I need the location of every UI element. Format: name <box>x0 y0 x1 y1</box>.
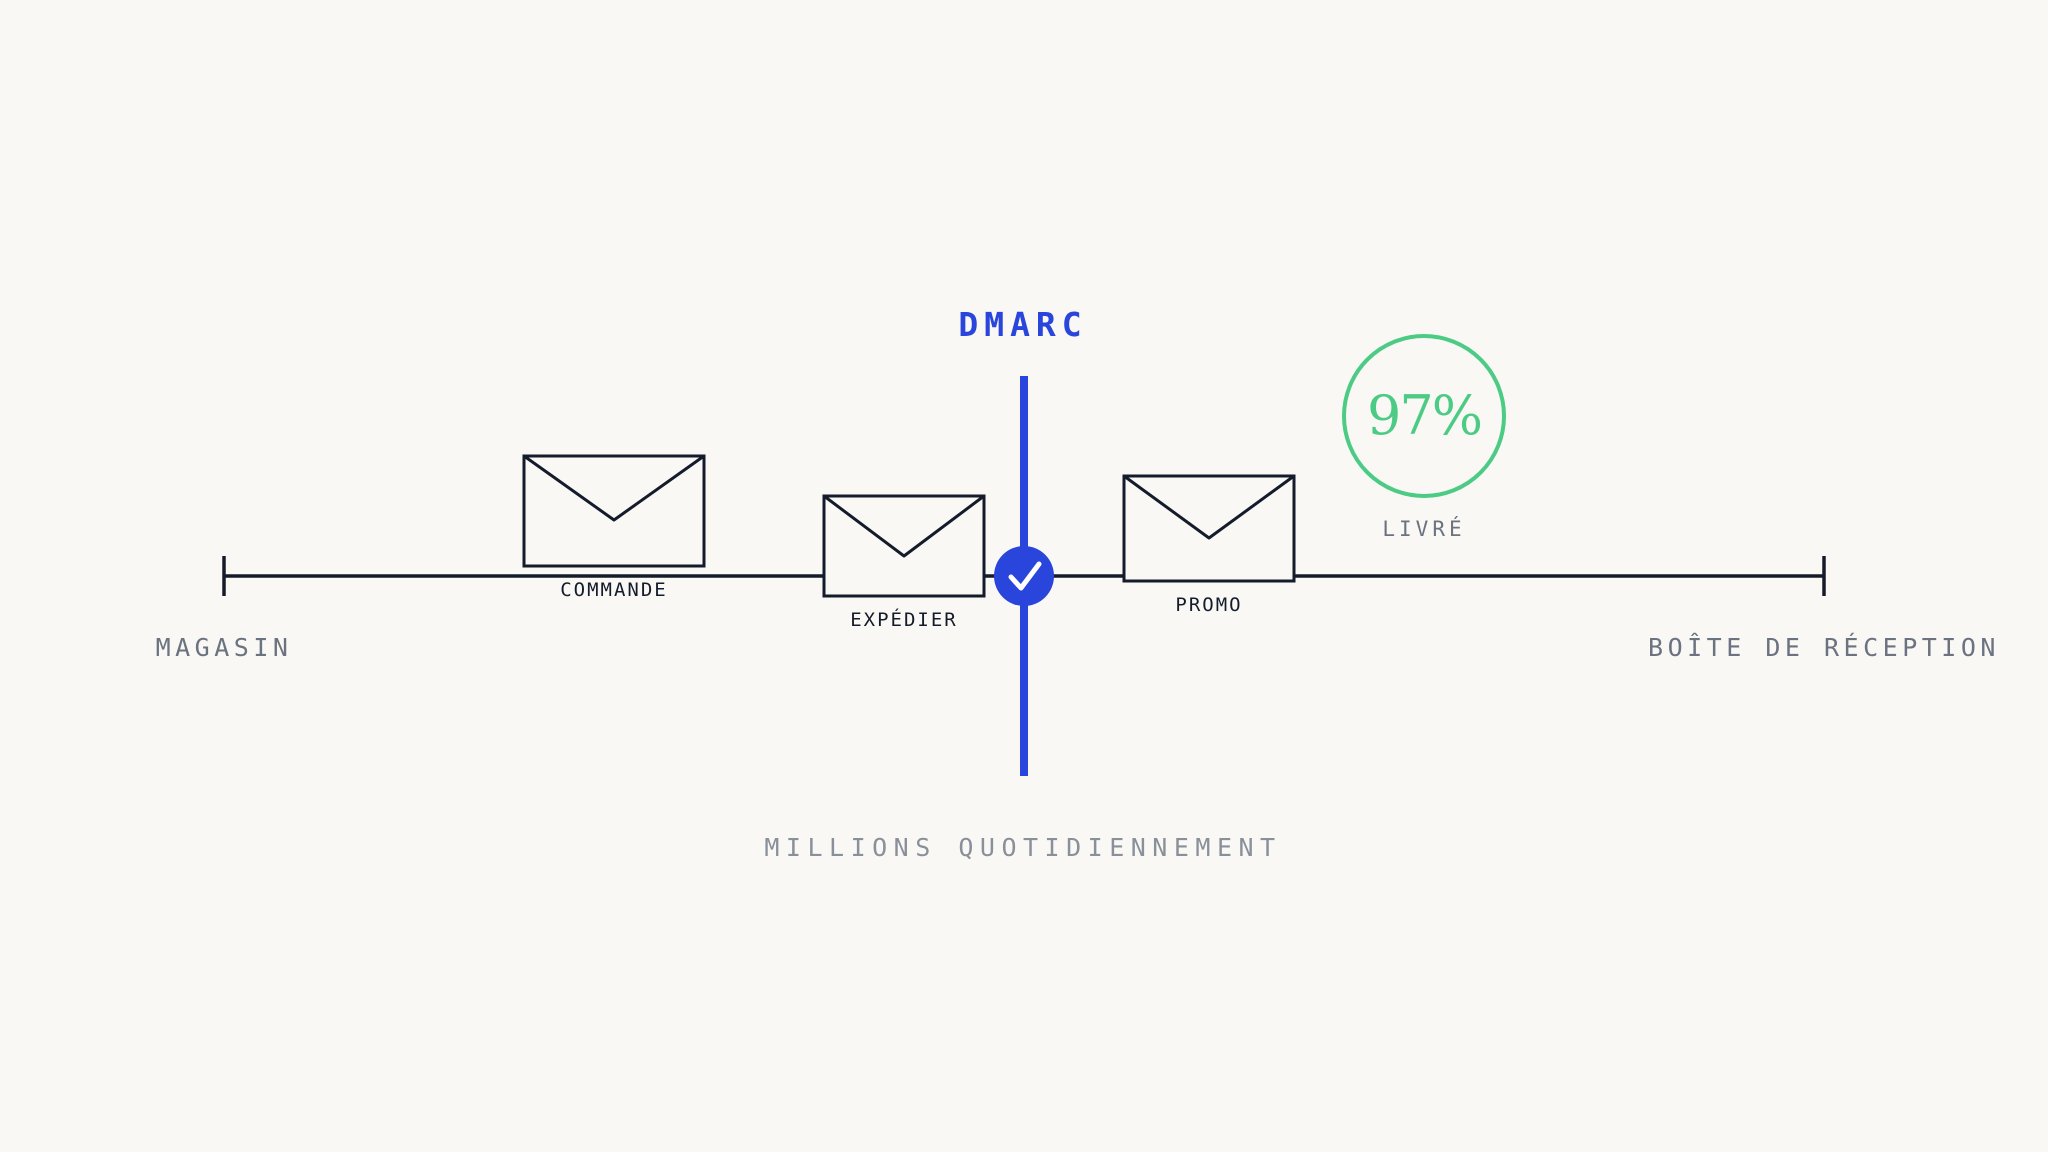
checkmark-icon <box>994 546 1054 606</box>
gate-title: DMARC <box>958 305 1087 344</box>
envelope-icon <box>1122 474 1296 583</box>
end-label: BOÎTE DE RÉCEPTION <box>1648 633 2000 662</box>
start-label: MAGASIN <box>156 633 293 662</box>
stat-value: 97% <box>1367 384 1481 447</box>
envelope-label-expedier: EXPÉDIER <box>850 608 958 631</box>
volume-caption: MILLIONS QUOTIDIENNEMENT <box>764 833 1281 862</box>
envelope-label-commande: COMMANDE <box>560 579 668 601</box>
envelope-icon <box>522 454 706 568</box>
envelope-label-promo: PROMO <box>1175 594 1242 616</box>
stat-ring <box>1342 334 1506 498</box>
stat-label: LIVRÉ <box>1382 516 1465 541</box>
envelope-icon <box>822 494 986 598</box>
